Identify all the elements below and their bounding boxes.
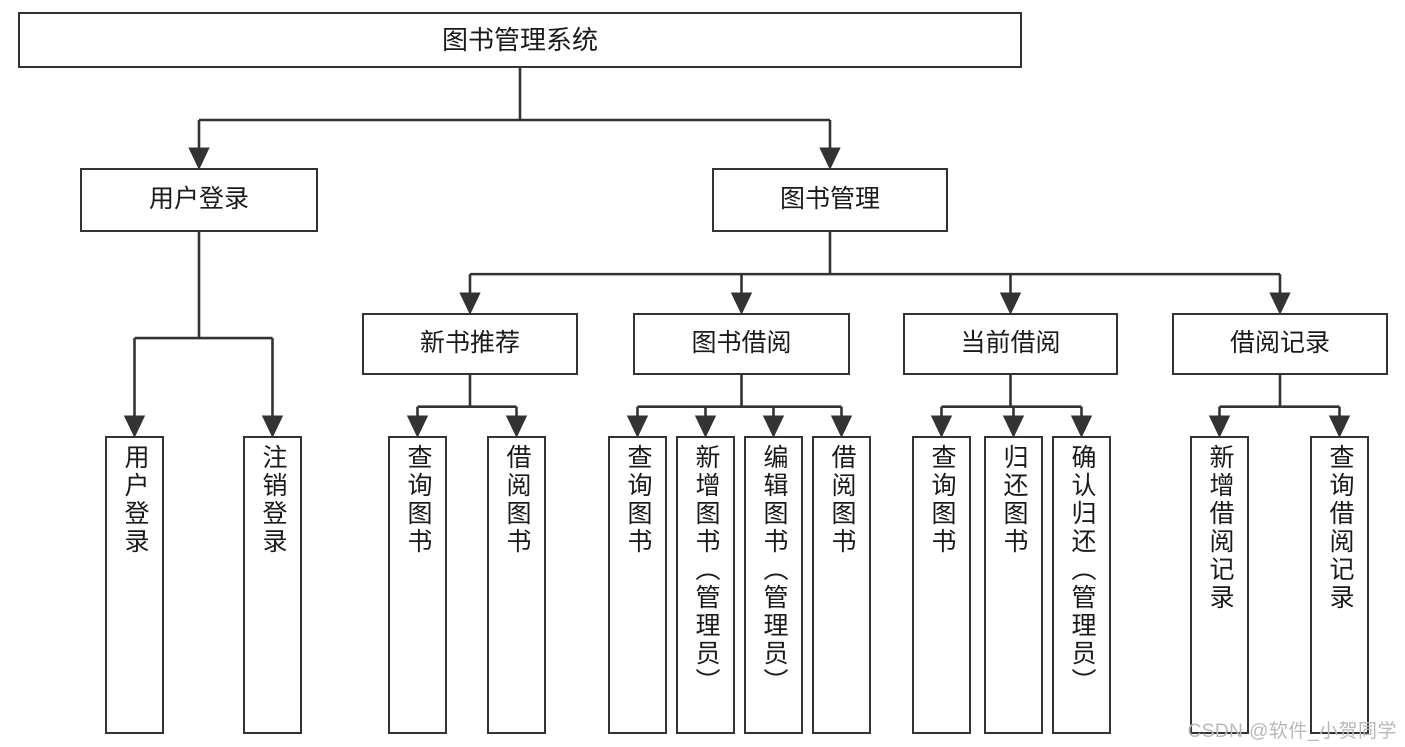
node-book-borrow[interactable]: 图书借阅 <box>633 313 850 375</box>
node-label: 编辑图书（管理员） <box>760 444 788 696</box>
node-label: 确认归还（管理员） <box>1068 444 1096 696</box>
node-label: 图书管理 <box>779 185 880 214</box>
node-leaf-edit-book[interactable]: 编辑图书（管理员） <box>744 436 803 734</box>
node-label: 查询图书 <box>928 444 956 556</box>
node-leaf-user-logout[interactable]: 注销登录 <box>243 436 302 734</box>
node-leaf-return-book[interactable]: 归还图书 <box>984 436 1043 734</box>
node-borrow-record[interactable]: 借阅记录 <box>1172 313 1388 375</box>
node-label: 图书管理系统 <box>441 24 598 55</box>
node-label: 归还图书 <box>1000 444 1028 556</box>
node-leaf-query-record[interactable]: 查询借阅记录 <box>1310 436 1369 734</box>
node-label: 新增借阅记录 <box>1206 444 1234 612</box>
node-leaf-borrow-book-1[interactable]: 借阅图书 <box>487 436 546 734</box>
node-label: 新增图书（管理员） <box>692 444 720 696</box>
node-user-login[interactable]: 用户登录 <box>80 168 318 232</box>
watermark-text: CSDN @软件_小贺同学 <box>1187 721 1397 742</box>
node-label: 借阅记录 <box>1229 329 1330 358</box>
node-leaf-add-book[interactable]: 新增图书（管理员） <box>676 436 735 734</box>
node-new-book-rec[interactable]: 新书推荐 <box>362 313 578 375</box>
node-leaf-user-login[interactable]: 用户登录 <box>105 436 164 734</box>
node-leaf-query-book-2[interactable]: 查询图书 <box>608 436 667 734</box>
node-label: 查询图书 <box>624 444 652 556</box>
node-book-manage[interactable]: 图书管理 <box>712 168 948 232</box>
node-root[interactable]: 图书管理系统 <box>18 12 1022 68</box>
node-label: 用户登录 <box>121 444 149 556</box>
node-label: 当前借阅 <box>960 329 1061 358</box>
node-label: 用户登录 <box>148 185 249 214</box>
node-leaf-confirm-return[interactable]: 确认归还（管理员） <box>1052 436 1111 734</box>
node-leaf-add-record[interactable]: 新增借阅记录 <box>1190 436 1249 734</box>
node-label: 借阅图书 <box>503 444 531 556</box>
node-label: 查询借阅记录 <box>1326 444 1354 612</box>
node-leaf-borrow-book-2[interactable]: 借阅图书 <box>812 436 871 734</box>
node-label: 查询图书 <box>404 444 432 556</box>
node-label: 图书借阅 <box>691 329 792 358</box>
node-label: 注销登录 <box>259 444 287 556</box>
node-label: 借阅图书 <box>828 444 856 556</box>
node-current-borrow[interactable]: 当前借阅 <box>903 313 1118 375</box>
node-leaf-query-book-1[interactable]: 查询图书 <box>388 436 447 734</box>
node-leaf-query-book-3[interactable]: 查询图书 <box>912 436 971 734</box>
node-label: 新书推荐 <box>419 329 520 358</box>
